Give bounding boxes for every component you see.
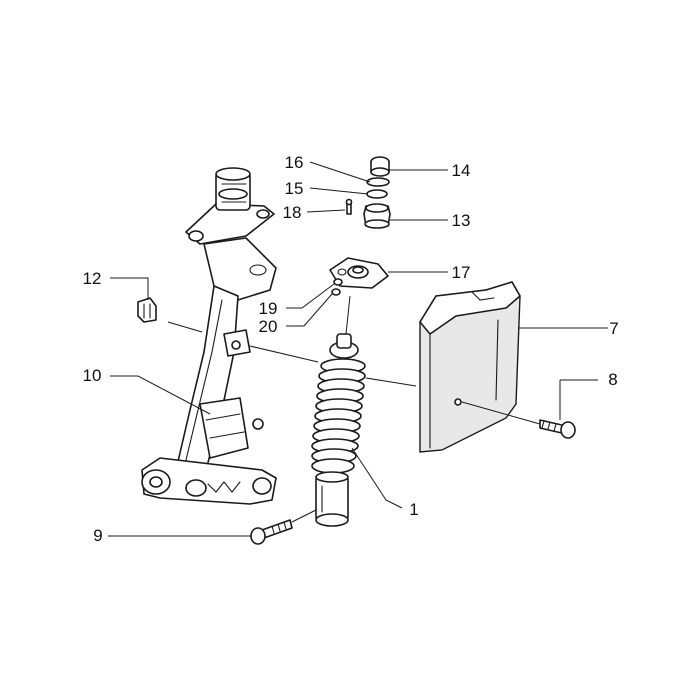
- bolt-part-8: [539, 419, 576, 439]
- callout-labels: 1 7 8 9 10 12 13 14 15 16 17 18 19 20: [83, 153, 619, 545]
- callout-13: 13: [452, 211, 471, 230]
- callout-15: 15: [285, 179, 304, 198]
- fork-assembly: [141, 167, 277, 505]
- cover-part-7: [419, 281, 521, 453]
- callout-20: 20: [259, 317, 278, 336]
- shock-bellows: [311, 358, 366, 474]
- callout-10: 10: [83, 366, 102, 385]
- small-washer-part-19: [333, 278, 343, 286]
- top-mount-stack: [345, 156, 391, 229]
- callout-8: 8: [608, 370, 617, 389]
- small-nut-part-20: [331, 288, 341, 296]
- callout-17: 17: [452, 263, 471, 282]
- callout-18: 18: [283, 203, 302, 222]
- callout-16: 16: [285, 153, 304, 172]
- clip-part-12: [137, 297, 157, 323]
- mount-plate-part-17: [329, 257, 389, 289]
- bolt-part-9: [250, 519, 293, 545]
- callout-9: 9: [93, 526, 102, 545]
- callout-12: 12: [83, 269, 102, 288]
- callout-19: 19: [259, 299, 278, 318]
- leader-lines: [108, 161, 608, 537]
- callout-7: 7: [609, 319, 618, 338]
- callout-14: 14: [452, 161, 471, 180]
- shock-absorber-part-1: [311, 333, 366, 527]
- callout-1: 1: [409, 500, 418, 519]
